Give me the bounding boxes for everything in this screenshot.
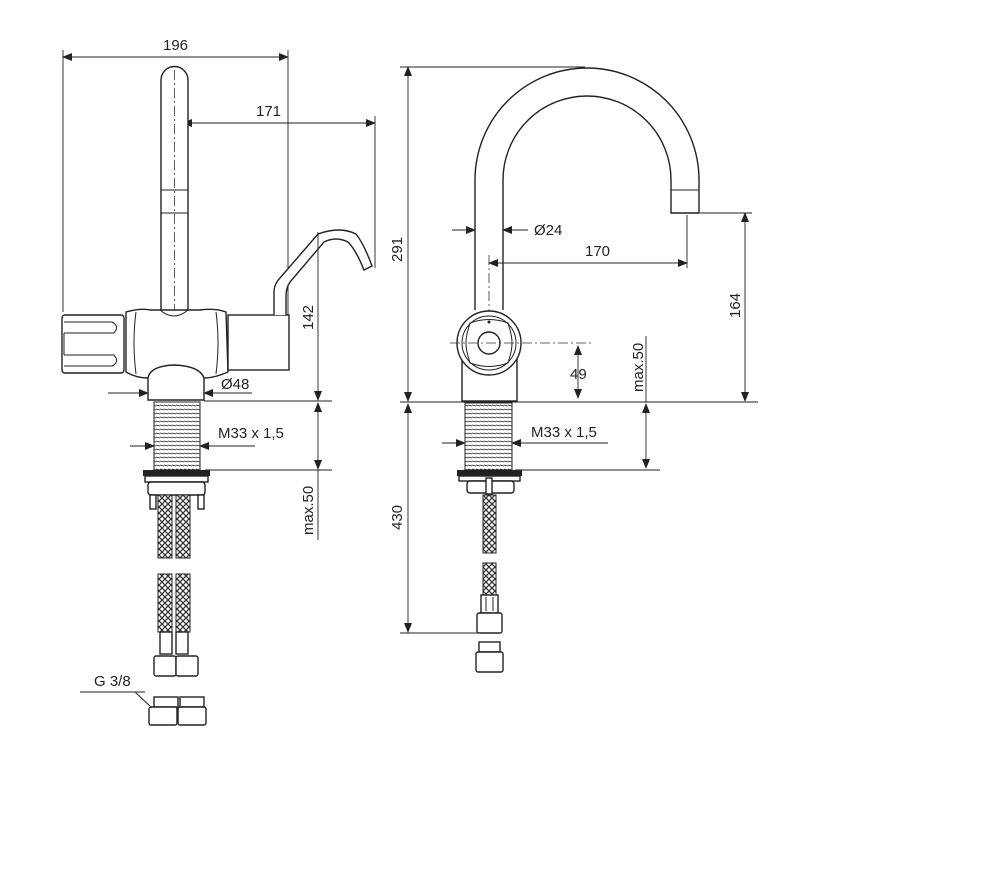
dimension-label-430: 430	[389, 505, 406, 530]
dimension-label-thread: M33 x 1,5	[218, 425, 284, 442]
dimension-label-front-max50: max.50	[630, 343, 647, 392]
dimension-164: 164	[700, 212, 752, 402]
connection-label-text: G 3/8	[94, 673, 131, 690]
lever-handle	[61, 314, 125, 374]
dimension-label-front-thread: M33 x 1,5	[531, 424, 597, 441]
dimension-diameter-24: Ø24	[452, 222, 562, 239]
front-body	[450, 310, 592, 402]
dimension-max50: max.50	[205, 402, 332, 540]
dimension-label-291: 291	[389, 237, 406, 262]
dimension-label-49: 49	[570, 366, 587, 383]
front-hose	[475, 494, 504, 673]
threaded-shank	[143, 401, 210, 510]
dimension-49: 49	[570, 345, 587, 399]
dimension-291: 291	[389, 66, 585, 402]
dimension-430: 430	[389, 403, 478, 634]
dimension-diameter-48: Ø48	[108, 376, 252, 397]
dimension-label-170: 170	[585, 243, 610, 260]
dimension-label-171: 171	[256, 103, 281, 120]
dimension-label-max50: max.50	[300, 486, 317, 535]
front-view: 291 Ø24 170 164	[389, 66, 758, 673]
dimension-171: 171	[182, 103, 376, 268]
front-shank	[457, 402, 522, 495]
vertical-pipe	[160, 65, 189, 400]
dimension-front-thread: M33 x 1,5	[442, 424, 608, 447]
side-view: 196 171	[61, 37, 376, 726]
dimension-142: 142	[300, 232, 322, 401]
dimension-label-142: 142	[300, 305, 317, 330]
dimension-label-164: 164	[727, 293, 744, 318]
mixer-body	[125, 308, 229, 401]
dimension-thread: M33 x 1,5	[130, 425, 284, 450]
dimension-label-196: 196	[163, 37, 188, 54]
dimension-label-d24: Ø24	[534, 222, 562, 239]
dimension-170: 170	[488, 215, 688, 268]
side-spout	[227, 229, 373, 371]
dimension-label-d48: Ø48	[221, 376, 249, 393]
dimension-front-max50: max.50	[515, 336, 660, 471]
connection-label: G 3/8	[80, 673, 153, 709]
supply-hoses	[148, 494, 207, 726]
